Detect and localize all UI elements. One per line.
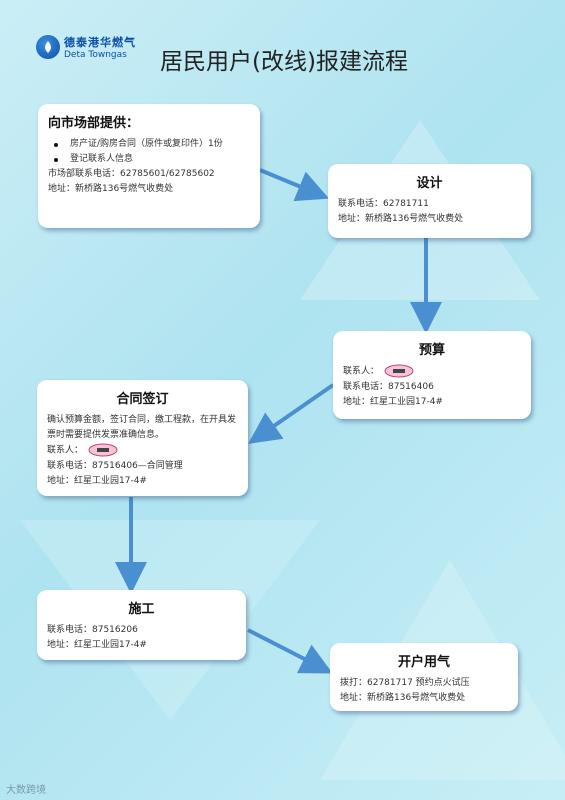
step-market-phone: 市场部联系电话：62785601/62785602 — [48, 169, 215, 179]
step-market: 向市场部提供： 房产证/购房合同（原件或复印件）1份 登记联系人信息 市场部联系… — [38, 104, 260, 228]
watermark: 大数跨境 — [6, 785, 46, 796]
step-contract-contact: 联系人： — [47, 443, 238, 459]
step-construction: 施工 联系电话：87516206 地址：红星工业园17-4# — [37, 590, 246, 660]
step-budget-title: 预算 — [418, 343, 445, 358]
list-item: 登记联系人信息 — [48, 152, 250, 167]
step-gas-address: 地址：新桥路136号燃气收费处 — [340, 693, 466, 703]
step-contract-desc: 确认预算金额，签订合同，缴工程款，在开具发票时需要提供发票准确信息。 — [47, 415, 237, 440]
step-budget-contact: 联系人： — [343, 364, 521, 380]
step-construction-address: 地址：红星工业园17-4# — [47, 640, 147, 650]
redacted-stamp-icon — [384, 364, 414, 378]
step-gas: 开户用气 拨打：62781717 预约点火试压 地址：新桥路136号燃气收费处 — [330, 643, 518, 711]
list-item: 房产证/购房合同（原件或复印件）1份 — [48, 137, 250, 152]
logo-name-cn: 德泰港华燃气 — [64, 36, 136, 49]
step-design-phone: 联系电话：62781711 — [338, 199, 429, 209]
step-market-title: 向市场部提供： — [48, 116, 140, 131]
logo-name-en: Deta Towngas — [64, 50, 127, 60]
step-design-address: 地址：新桥路136号燃气收费处 — [338, 214, 464, 224]
arrow-market-to-design — [259, 168, 330, 202]
step-budget-address: 地址：红星工业园17-4# — [343, 396, 443, 407]
step-construction-phone: 联系电话：87516206 — [47, 625, 138, 635]
arrow-construction-to-gas — [247, 628, 333, 674]
step-gas-title: 开户用气 — [397, 655, 450, 670]
step-design-title: 设计 — [416, 176, 443, 191]
step-budget: 预算 联系人： 联系电话：87516406 地址：红星工业园17-4# — [333, 331, 531, 419]
step-contract: 合同签订 确认预算金额，签订合同，缴工程款，在开具发票时需要提供发票准确信息。 … — [37, 380, 248, 496]
flame-icon — [36, 35, 60, 59]
step-contract-phone: 联系电话：87516406—合同管理 — [47, 460, 183, 471]
step-construction-title: 施工 — [128, 602, 155, 617]
step-contract-address: 地址：红星工业园17-4# — [47, 475, 147, 486]
step-gas-phone: 拨打：62781717 预约点火试压 — [340, 678, 470, 688]
company-logo: 德泰港华燃气 Deta Towngas — [36, 34, 136, 60]
step-market-address: 地址：新桥路136号燃气收费处 — [48, 184, 174, 194]
step-design: 设计 联系电话：62781711 地址：新桥路136号燃气收费处 — [328, 164, 531, 238]
step-budget-phone: 联系电话：87516406 — [343, 381, 434, 392]
redacted-stamp-icon — [88, 443, 118, 457]
step-contract-title: 合同签订 — [116, 392, 169, 407]
page-title: 居民用户(改线)报建流程 — [160, 49, 408, 75]
arrow-budget-to-contract — [248, 383, 335, 444]
